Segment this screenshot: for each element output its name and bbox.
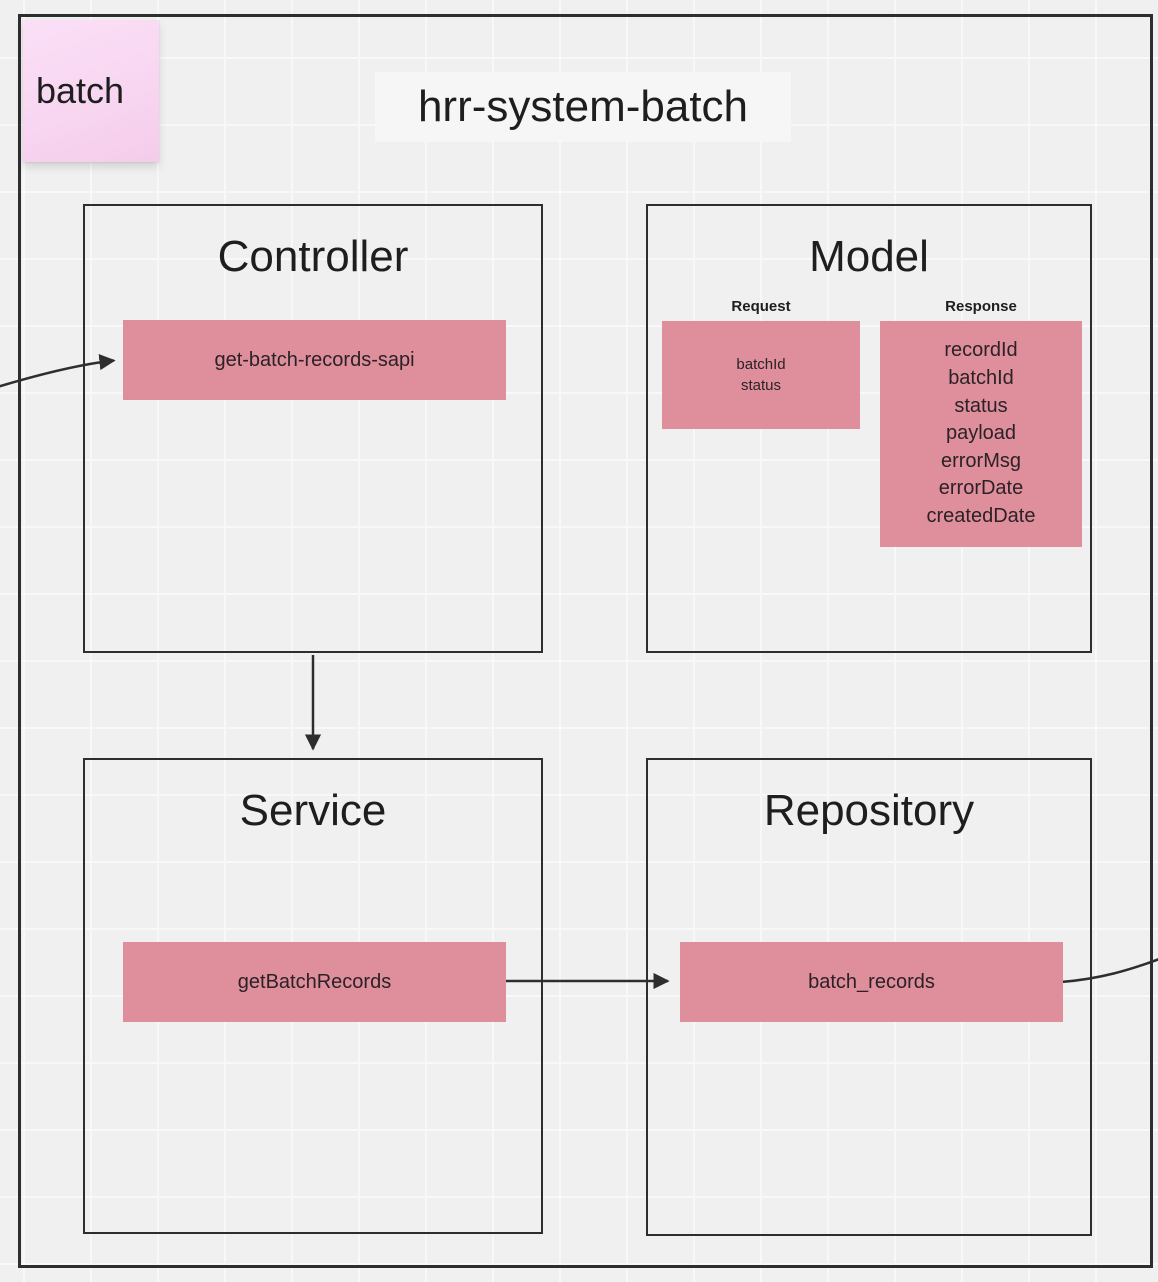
controller-endpoint-label: get-batch-records-sapi (214, 348, 415, 371)
service-method-node[interactable]: getBatchRecords (123, 942, 506, 1022)
model-title: Model (809, 232, 929, 281)
request-field: status (740, 377, 782, 394)
request-node[interactable]: batchId status (662, 321, 860, 429)
model-box[interactable]: Model Request batchId status Response re… (646, 204, 1092, 653)
service-title: Service (239, 786, 387, 835)
repository-table-label: batch_records (808, 970, 935, 993)
diagram-title[interactable]: hrr-system-batch (375, 72, 791, 142)
system-boundary-frame[interactable] (18, 14, 1153, 1268)
response-field: errorMsg (940, 449, 1021, 472)
repository-box[interactable]: Repository batch_records (646, 758, 1092, 1236)
controller-endpoint-node[interactable]: get-batch-records-sapi (123, 320, 506, 400)
service-box[interactable]: Service getBatchRecords (83, 758, 543, 1234)
response-field: recordId (944, 339, 1018, 362)
service-method-label: getBatchRecords (237, 970, 392, 993)
repository-title: Repository (763, 786, 975, 835)
repository-table-node[interactable]: batch_records (680, 942, 1063, 1022)
sticky-note-label: batch (36, 70, 125, 111)
response-label: Response (945, 298, 1017, 315)
controller-title: Controller (217, 232, 409, 281)
response-field: batchId (948, 367, 1014, 390)
response-field: createdDate (926, 504, 1036, 527)
response-field: errorDate (938, 477, 1024, 500)
response-node[interactable]: recordId batchId status payload errorMsg… (880, 321, 1082, 547)
request-label: Request (731, 298, 791, 315)
diagram-title-text: hrr-system-batch (417, 82, 749, 131)
controller-box[interactable]: Controller get-batch-records-sapi (83, 204, 543, 653)
response-field: status (954, 394, 1008, 417)
sticky-note[interactable]: batch (23, 20, 159, 162)
response-field: payload (945, 422, 1017, 445)
request-field: batchId (736, 356, 786, 373)
